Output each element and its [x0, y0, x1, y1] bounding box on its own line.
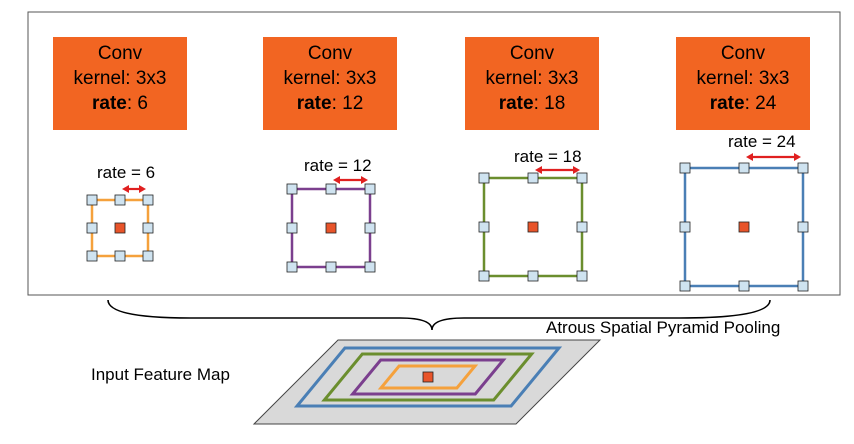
kernel-tap-cell [478, 270, 490, 282]
kernel-tap-cell [797, 162, 809, 174]
conv-rate: rate: 12 [296, 93, 364, 114]
kernel-tap-cell [679, 162, 691, 174]
conv-rate: rate: 24 [709, 93, 777, 114]
kernel-tap-cell [576, 172, 588, 184]
conv-kernel: kernel: 3x3 [73, 68, 167, 89]
rate-arrow-head-left [535, 166, 542, 174]
kernel-tap-cell [576, 270, 588, 282]
conv-rate: rate: 18 [498, 93, 566, 114]
feature-map-ring [321, 352, 535, 402]
conv-box-rate-18: Conv kernel: 3x3 rate: 18 [465, 37, 599, 130]
kernel-center-cell [738, 221, 750, 233]
kernel-tap-cell [478, 221, 490, 233]
dilated-kernel-rate-18 [478, 166, 588, 282]
kernel-tap-cell [364, 222, 376, 234]
conv-kernel: kernel: 3x3 [283, 68, 377, 89]
rate-arrow-head-right [573, 166, 580, 174]
rate-label-6: rate = 6 [97, 163, 156, 182]
conv-title: Conv [307, 43, 353, 64]
kernel-tap-cell [114, 194, 126, 206]
kernel-center-cell [114, 222, 126, 234]
kernel-tap-cell [527, 172, 539, 184]
kernel-tap-cell [86, 222, 98, 234]
feature-map-ring [377, 364, 479, 390]
kernel-tap-cell [286, 261, 298, 273]
aspp-panel-border [27, 11, 841, 296]
kernel-tap-cell [576, 221, 588, 233]
kernel-center-cell [527, 221, 539, 233]
kernel-tap-cell [797, 280, 809, 292]
rate-label-24: rate = 24 [728, 132, 796, 151]
conv-box-rate-6: Conv kernel: 3x3 rate: 6 [53, 37, 187, 130]
conv-box-rate-12: Conv kernel: 3x3 rate: 12 [263, 37, 397, 130]
kernel-tap-cell [325, 261, 337, 273]
conv-kernel: kernel: 3x3 [485, 68, 579, 89]
kernel-tap-cell [364, 261, 376, 273]
conv-kernel: kernel: 3x3 [696, 68, 790, 89]
conv-rate: rate: 6 [92, 93, 148, 114]
rate-arrow-head-right [139, 185, 146, 193]
grouping-brace [107, 299, 771, 331]
kernel-tap-cell [679, 221, 691, 233]
kernel-tap-cell [114, 250, 126, 262]
rate-arrow-head-right [361, 176, 368, 184]
kernel-tap-cell [142, 222, 154, 234]
kernel-tap-cell [286, 183, 298, 195]
input-feature-map [252, 339, 602, 425]
dilated-kernel-rate-6 [86, 185, 154, 262]
kernel-tap-cell [142, 194, 154, 206]
rate-label-18: rate = 18 [514, 147, 582, 166]
kernel-tap-cell [478, 172, 490, 184]
aspp-label: Atrous Spatial Pyramid Pooling [546, 318, 781, 337]
kernel-tap-cell [286, 222, 298, 234]
kernel-tap-cell [364, 183, 376, 195]
conv-box-rate-24: Conv kernel: 3x3 rate: 24 [676, 37, 810, 130]
kernel-tap-cell [86, 194, 98, 206]
kernel-tap-cell [86, 250, 98, 262]
dilated-kernel-rate-12 [286, 176, 376, 273]
rate-arrow-head-right [794, 153, 801, 161]
conv-title: Conv [97, 43, 143, 64]
rate-arrow-head-left [122, 185, 129, 193]
input-feature-map-label: Input Feature Map [91, 365, 230, 384]
kernel-tap-cell [797, 221, 809, 233]
conv-title: Conv [720, 43, 766, 64]
kernel-tap-cell [738, 280, 750, 292]
feature-map-ring [293, 346, 563, 408]
kernel-tap-cell [738, 162, 750, 174]
feature-map-center-cell [422, 371, 434, 383]
kernel-tap-cell [679, 280, 691, 292]
conv-title: Conv [509, 43, 555, 64]
rate-label-12: rate = 12 [304, 156, 372, 175]
kernel-center-cell [325, 222, 337, 234]
kernel-tap-cell [527, 270, 539, 282]
rate-arrow-head-left [333, 176, 340, 184]
dilated-kernel-rate-24 [679, 153, 809, 292]
feature-map-ring [349, 358, 507, 396]
kernel-tap-cell [325, 183, 337, 195]
kernel-tap-cell [142, 250, 154, 262]
rate-arrow-head-left [746, 153, 753, 161]
